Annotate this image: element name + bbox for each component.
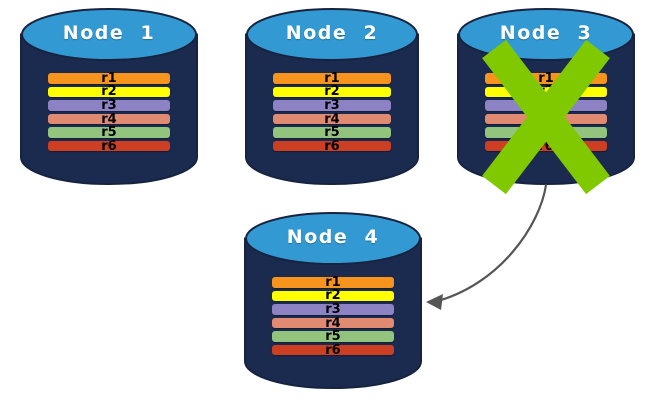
data-row[interactable]: r5 [273,126,391,139]
cylinder-top-disc [246,8,418,61]
data-row[interactable]: r3 [273,99,391,112]
data-row[interactable]: r5 [48,126,170,139]
data-row[interactable]: r5 [485,126,607,139]
data-row[interactable]: r6 [485,140,607,152]
data-row[interactable]: r2 [485,86,607,98]
cylinder-top-disc [458,8,634,61]
data-row[interactable]: r6 [48,140,170,152]
data-row[interactable]: r2 [48,86,170,98]
data-row[interactable]: r6 [273,140,391,152]
data-row[interactable]: r4 [48,113,170,125]
cylinder-top-disc [21,8,197,61]
data-row[interactable]: r4 [273,113,391,125]
data-row[interactable]: r1 [48,72,170,85]
data-row[interactable]: r1 [272,276,394,289]
cylinder-top-disc [245,212,421,265]
data-row[interactable]: r3 [272,303,394,316]
data-row[interactable]: r3 [48,99,170,112]
data-row[interactable]: r2 [272,290,394,302]
data-row[interactable]: r3 [485,99,607,112]
data-row[interactable]: r5 [272,330,394,343]
data-row[interactable]: r4 [485,113,607,125]
data-row[interactable]: r6 [272,344,394,356]
data-row[interactable]: r2 [273,86,391,98]
data-row[interactable]: r4 [272,317,394,329]
data-row[interactable]: r1 [485,72,607,85]
data-row[interactable]: r1 [273,72,391,85]
